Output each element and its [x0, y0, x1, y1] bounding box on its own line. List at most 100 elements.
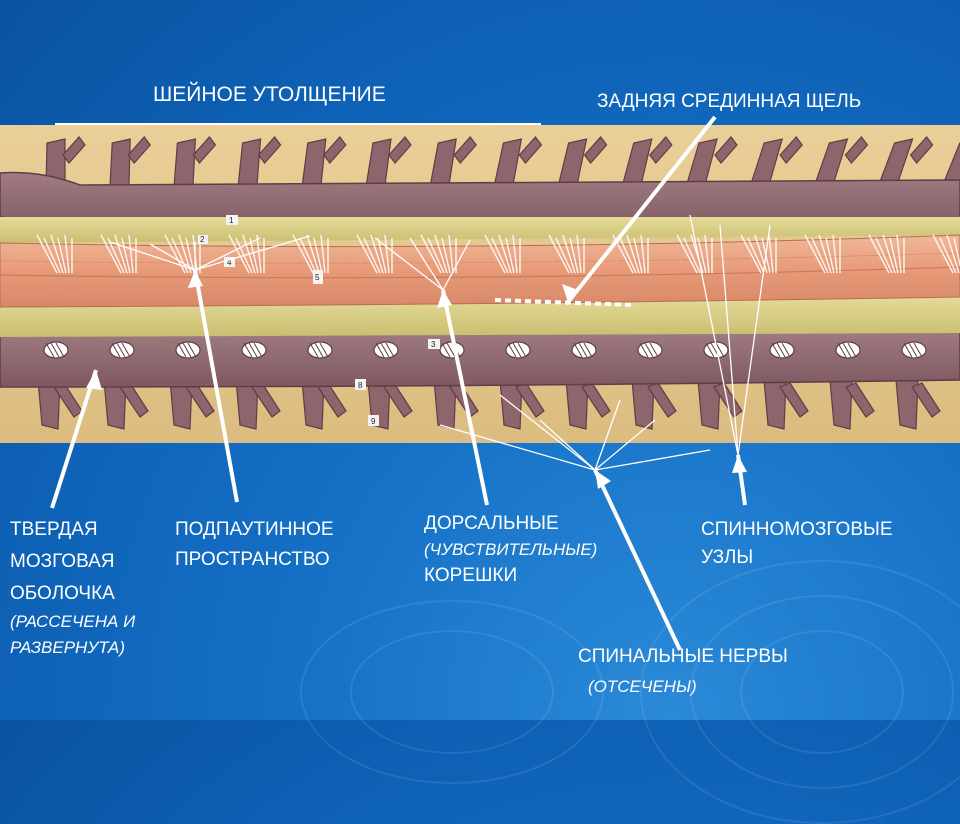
rootlet — [811, 237, 829, 274]
lower-root-bundles — [43, 341, 927, 359]
rootlet — [868, 234, 890, 274]
root-bundle-stripe — [55, 342, 65, 358]
background-ripple — [350, 630, 554, 754]
root-bundle — [373, 341, 399, 359]
root-bundle — [43, 341, 69, 359]
root-bundle-stripe — [913, 342, 923, 358]
nerve-branch — [192, 136, 217, 164]
root-bundle-stripe — [908, 342, 918, 358]
root-bundle-stripe — [380, 342, 390, 358]
root-bundle — [109, 341, 135, 359]
model-tag: 2 — [200, 235, 205, 244]
nerve-branch — [388, 136, 412, 164]
nerve-branch — [62, 136, 86, 164]
label-dura-mater: ТВЕРДАЯ МОЗГОВАЯ ОБОЛОЧКА (РАССЕЧЕНА И Р… — [10, 518, 135, 660]
root-bundle-stripe — [50, 342, 60, 358]
root-bundle-stripe — [578, 342, 588, 358]
root-bundle-stripe — [639, 342, 649, 358]
nerve-branch — [844, 136, 869, 164]
root-bundle-stripe — [45, 342, 55, 358]
rootlet — [43, 237, 61, 274]
root-bundle — [637, 341, 663, 359]
rootlet — [825, 237, 835, 274]
upper-nerve-stumps — [45, 136, 960, 188]
root-bundle-stripe — [781, 342, 791, 358]
rootlet — [804, 234, 826, 274]
nerve-branch — [845, 382, 875, 418]
rootlet — [889, 237, 899, 274]
rootlet — [932, 234, 954, 274]
nerve-branch — [909, 136, 934, 164]
label-ganglia-line: СПИННОМОЗГОВЫЕ — [701, 519, 893, 540]
nerve-branch — [911, 382, 941, 418]
root-bundle — [241, 341, 267, 359]
root-bundle-stripe — [319, 342, 329, 358]
label-dura-line: ОБОЛОЧКА — [10, 583, 115, 604]
rootlet — [491, 237, 509, 274]
label-posterior-median-fissure: ЗАДНЯЯ СРЕДИННАЯ ЩЕЛЬ — [597, 91, 862, 112]
rootlet — [953, 237, 960, 268]
label-dura-line: ТВЕРДАЯ — [10, 519, 98, 540]
root-bundle-stripe — [111, 342, 121, 358]
label-dura-note: РАЗВЕРНУТА) — [10, 638, 126, 657]
nerve-branch — [714, 136, 738, 164]
rootlet — [818, 234, 832, 274]
root-bundle-stripe — [243, 342, 253, 358]
root-bundle — [175, 341, 201, 359]
root-bundle-stripe — [121, 342, 131, 358]
model-tag: 4 — [227, 258, 232, 267]
rootlet — [939, 237, 957, 274]
model-tag: 1 — [229, 216, 234, 225]
root-bundle-stripe — [837, 342, 847, 358]
rootlet — [882, 234, 896, 274]
root-bundle — [439, 341, 465, 359]
root-bundle-stripe — [253, 342, 263, 358]
root-bundle — [307, 341, 333, 359]
slide-title: ШЕЙНОЕ УТОЛЩЕНИЕ — [153, 83, 386, 106]
label-dura-line: МОЗГОВАЯ — [10, 551, 115, 572]
nerve-branch — [127, 136, 151, 164]
root-bundle — [703, 341, 729, 359]
root-bundle-stripe — [776, 342, 786, 358]
nerve-stump — [109, 138, 131, 188]
root-bundle-stripe — [507, 342, 517, 358]
model-tag: 9 — [371, 417, 376, 426]
root-bundle-stripe — [649, 342, 659, 358]
label-spinal-ganglia: СПИННОМОЗГОВЫЕ УЗЛЫ — [701, 518, 893, 570]
model-tag: 3 — [431, 340, 436, 349]
label-roots-note: (ЧУВСТВИТЕЛЬНЫЕ) — [424, 540, 598, 559]
root-bundle-stripe — [512, 342, 522, 358]
rootlet — [313, 237, 323, 274]
label-spinal-nerves: СПИНАЛЬНЫЕ НЕРВЫ (ОТСЕЧЕНЫ) — [578, 645, 788, 699]
rootlet — [548, 234, 570, 274]
root-bundle-stripe — [314, 342, 324, 358]
root-bundle — [571, 341, 597, 359]
label-nerves-line: СПИНАЛЬНЫЕ НЕРВЫ — [578, 646, 788, 667]
root-bundle-stripe — [517, 342, 527, 358]
rootlet — [875, 237, 893, 274]
spinal-cord-model-image: 1 2 4 5 3 8 9 — [0, 125, 960, 443]
nerve-branch — [257, 136, 282, 164]
nerve-stump — [173, 138, 197, 188]
nerve-branch — [323, 136, 347, 164]
model-tag: 5 — [315, 273, 320, 282]
nerve-branch — [518, 136, 543, 164]
root-bundle-stripe — [847, 342, 857, 358]
rootlet — [50, 234, 64, 274]
rootlet — [356, 234, 378, 274]
label-subarachnoid-line: ПРОСТРАНСТВО — [175, 549, 330, 570]
label-dorsal-roots: ДОРСАЛЬНЫЕ (ЧУВСТВИТЕЛЬНЫЕ) КОРЕШКИ — [424, 512, 597, 588]
root-bundle-stripe — [385, 342, 395, 358]
rootlet — [946, 234, 960, 274]
root-bundle-stripe — [903, 342, 913, 358]
root-bundle-stripe — [182, 342, 192, 358]
label-roots-line: ДОРСАЛЬНЫЕ — [424, 513, 559, 534]
rootlet — [896, 234, 902, 274]
label-ganglia-line: УЗЛЫ — [701, 547, 754, 568]
rootlet — [320, 234, 326, 274]
root-bundle-stripe — [771, 342, 781, 358]
root-bundle-stripe — [583, 342, 593, 358]
label-nerves-note: (ОТСЕЧЕНЫ) — [588, 677, 697, 696]
rootlet — [498, 234, 512, 274]
rootlet — [36, 234, 58, 274]
